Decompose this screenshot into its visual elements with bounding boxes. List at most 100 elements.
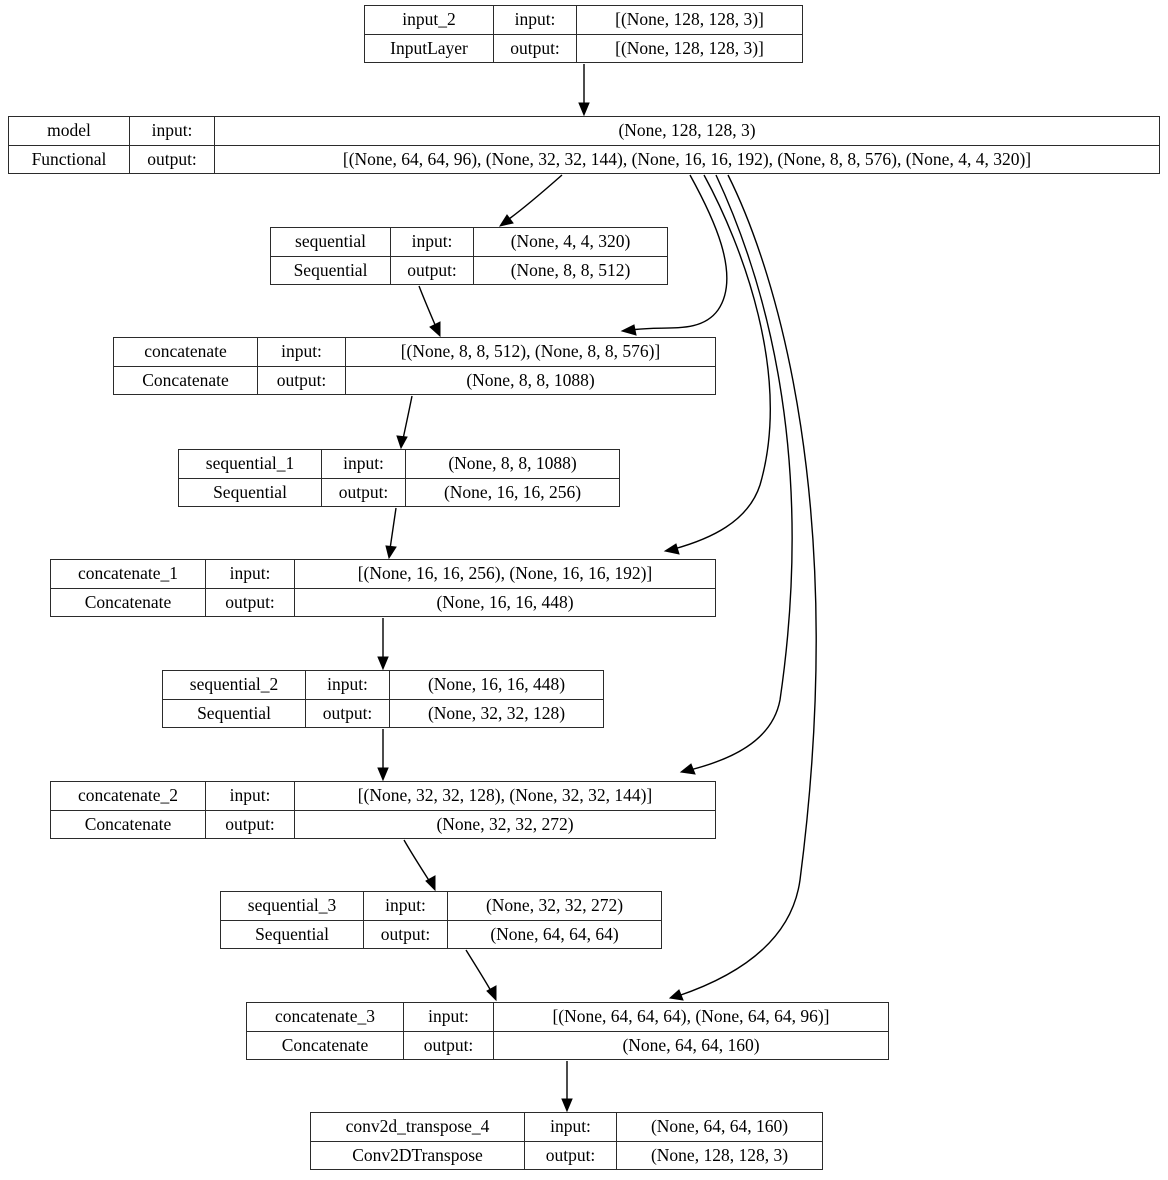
input-shape-concatenate_1: [(None, 16, 16, 256), (None, 16, 16, 192…: [357, 563, 653, 583]
layer-name-input_2: input_2: [365, 6, 494, 34]
arrowhead-sequential_1-to-concatenate_1: [385, 545, 397, 560]
arrowhead-concatenate_3-to-conv2d_transpose_4: [561, 1098, 573, 1113]
arrowhead-input_2-to-model: [578, 102, 590, 117]
input-label-concatenate_1: input:: [206, 560, 295, 588]
edge-sequential-to-concatenate: [418, 285, 437, 328]
layer-class-concatenate: Concatenate: [114, 366, 258, 394]
input-shape-sequential_3: (None, 32, 32, 272): [485, 895, 624, 915]
edge-concatenate-to-sequential_1: [402, 395, 413, 440]
output-label-concatenate_3: output:: [404, 1031, 494, 1059]
output-shape-sequential_2: (None, 32, 32, 128): [427, 702, 566, 723]
arrowhead-concatenate-to-sequential_1: [396, 435, 408, 450]
input-shape-conv2d_transpose_4: (None, 64, 64, 160): [650, 1116, 789, 1136]
edge-model-to-sequential: [508, 174, 563, 220]
output-label-sequential_1: output:: [322, 478, 406, 506]
layer-class-sequential_1: Sequential: [179, 478, 322, 506]
output-shape-concatenate_2: (None, 32, 32, 272): [436, 813, 574, 834]
output-label-concatenate_2: output:: [206, 810, 295, 838]
layer-name-model: model: [9, 117, 130, 145]
layer-name-conv2d_transpose_4: conv2d_transpose_4: [311, 1113, 525, 1141]
output-label-sequential_2: output:: [306, 699, 390, 727]
output-shape-sequential: (None, 8, 8, 512): [510, 259, 631, 280]
input-label-concatenate_2: input:: [206, 782, 295, 810]
layer-name-concatenate: concatenate: [114, 338, 258, 366]
input-label-sequential_2: input:: [306, 671, 390, 699]
arrowhead-model-to-concatenate_2: [679, 763, 696, 775]
layer-class-conv2d_transpose_4: Conv2DTranspose: [311, 1141, 525, 1169]
layer-class-concatenate_2: Concatenate: [51, 810, 206, 838]
output-shape-conv2d_transpose_4: (None, 128, 128, 3): [650, 1144, 789, 1165]
output-label-model: output:: [130, 145, 215, 173]
arrowhead-concatenate_1-to-sequential_2: [377, 656, 389, 671]
edge-model-to-concatenate_2: [689, 174, 793, 771]
input-shape-sequential_1: (None, 8, 8, 1088): [448, 453, 577, 473]
input-label-model: input:: [130, 117, 215, 145]
layer-name-concatenate_2: concatenate_2: [51, 782, 206, 810]
output-label-sequential_3: output:: [364, 920, 448, 948]
output-shape-input_2: [(None, 128, 128, 3)]: [615, 37, 764, 58]
input-shape-input_2: [(None, 128, 128, 3)]: [615, 9, 764, 29]
layer-name-concatenate_1: concatenate_1: [51, 560, 206, 588]
input-label-sequential_3: input:: [364, 892, 448, 920]
input-label-input_2: input:: [494, 6, 577, 34]
output-label-conv2d_transpose_4: output:: [525, 1141, 617, 1169]
output-label-concatenate: output:: [258, 366, 346, 394]
input-shape-model: (None, 128, 128, 3): [618, 120, 756, 140]
edge-concatenate_2-to-sequential_3: [403, 839, 431, 883]
arrowhead-model-to-concatenate_1: [663, 543, 680, 555]
input-shape-sequential_2: (None, 16, 16, 448): [427, 674, 566, 694]
output-label-sequential: output:: [391, 256, 474, 284]
layer-class-concatenate_1: Concatenate: [51, 588, 206, 616]
arrowhead-concatenate_2-to-sequential_3: [425, 875, 436, 892]
layer-class-concatenate_3: Concatenate: [247, 1031, 404, 1059]
input-label-concatenate: input:: [258, 338, 346, 366]
layer-class-sequential_3: Sequential: [221, 920, 364, 948]
layer-name-sequential_3: sequential_3: [221, 892, 364, 920]
edge-sequential_1-to-concatenate_1: [389, 507, 397, 550]
output-label-concatenate_1: output:: [206, 588, 295, 616]
arrowhead-sequential-to-concatenate: [429, 321, 441, 338]
output-shape-concatenate_1: (None, 16, 16, 448): [436, 591, 574, 612]
output-shape-model: [(None, 64, 64, 96), (None, 32, 32, 144)…: [342, 148, 1032, 169]
layer-name-sequential: sequential: [271, 228, 391, 256]
input-label-conv2d_transpose_4: input:: [525, 1113, 617, 1141]
output-shape-concatenate: (None, 8, 8, 1088): [466, 369, 595, 390]
layer-class-sequential: Sequential: [271, 256, 391, 284]
output-shape-sequential_1: (None, 16, 16, 256): [443, 481, 582, 502]
edge-sequential_3-to-concatenate_3: [465, 949, 492, 992]
arrowhead-model-to-sequential: [498, 214, 514, 227]
